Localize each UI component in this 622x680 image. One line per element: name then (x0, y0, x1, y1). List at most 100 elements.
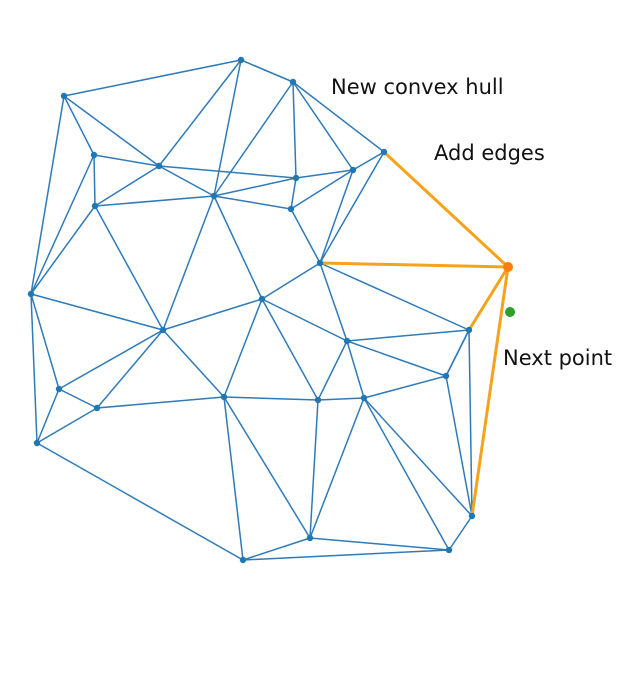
mesh-edges (30, 59, 473, 561)
mesh-vertex (380, 148, 388, 156)
mesh-edge (162, 298, 263, 331)
mesh-vertex (289, 78, 297, 86)
mesh-edge (213, 195, 263, 300)
mesh-edge (63, 59, 242, 97)
mesh-edge (30, 293, 38, 444)
mesh-edge (158, 59, 242, 167)
mesh-edge (94, 165, 160, 207)
new-hull-edges (318, 150, 510, 518)
mesh-edge (346, 329, 470, 342)
mesh-edge (36, 388, 60, 444)
new-hull-edge (382, 150, 510, 269)
mesh-edge (30, 205, 96, 295)
mesh-vertex (445, 546, 453, 554)
add-edges-label: Add edges (434, 141, 545, 165)
mesh-edge (93, 154, 96, 207)
mesh-vertex (27, 290, 35, 298)
mesh-vertex (314, 396, 322, 404)
mesh-edge (30, 293, 60, 390)
mesh-edge (223, 396, 311, 539)
mesh-edge (162, 329, 225, 398)
mesh-edge (292, 81, 297, 179)
mesh-edge (295, 169, 354, 179)
mesh-vertex (258, 295, 266, 303)
mesh-edge (319, 262, 470, 331)
mesh-vertex (306, 534, 314, 542)
mesh-edge (213, 81, 294, 197)
mesh-edge (96, 329, 164, 409)
mesh-edge (58, 329, 164, 390)
mesh-edge (213, 177, 297, 197)
mesh-edge (363, 397, 450, 551)
mesh-vertex (60, 92, 68, 100)
mesh-edge (363, 397, 473, 517)
mesh-edge (30, 154, 95, 295)
mesh-edge (240, 59, 294, 83)
mesh-edge (319, 169, 354, 264)
mesh-edge (309, 399, 319, 539)
mesh-edge (445, 375, 473, 517)
mesh-edge (93, 154, 160, 167)
mesh-edge (448, 515, 473, 551)
mesh-edge (346, 340, 447, 377)
mesh-vertex (468, 512, 476, 520)
mesh-edge (96, 396, 225, 409)
mesh-edge (94, 205, 164, 331)
mesh-edge (261, 298, 319, 401)
mesh-edge (63, 95, 160, 167)
mesh-edge (158, 165, 215, 197)
mesh-edge (223, 396, 319, 401)
mesh-edge (261, 262, 321, 300)
mesh-edge (290, 169, 354, 210)
mesh-edge (213, 195, 292, 210)
mesh-edge (363, 375, 447, 399)
new-hull-edge (467, 265, 510, 332)
mesh-edge (261, 298, 348, 342)
mesh-vertex (292, 174, 300, 182)
mesh-vertex (442, 372, 450, 380)
mesh-edge (94, 195, 215, 207)
inserted-point (503, 262, 513, 272)
mesh-edge (162, 195, 215, 331)
mesh-edge (213, 59, 242, 197)
mesh-vertex (239, 556, 247, 564)
mesh-edge (352, 151, 385, 171)
mesh-edge (242, 537, 311, 561)
mesh-vertex (343, 337, 351, 345)
mesh-edge (63, 95, 95, 156)
mesh-edge (317, 397, 365, 401)
mesh-vertices (27, 56, 476, 564)
mesh-edge (309, 397, 365, 539)
mesh-vertex (55, 385, 63, 393)
mesh-vertex (316, 259, 324, 267)
new-convex-hull-label: New convex hull (331, 75, 504, 99)
mesh-vertex (91, 202, 99, 210)
next-point-label: Next point (503, 346, 613, 370)
mesh-edge (346, 340, 365, 399)
mesh-edge (319, 151, 385, 264)
mesh-edge (319, 262, 348, 342)
new-hull-edge (318, 261, 510, 269)
mesh-edge (309, 537, 450, 551)
mesh-edge (290, 208, 321, 264)
mesh-edge (58, 388, 98, 409)
mesh-edge (223, 396, 244, 561)
mesh-edge (36, 407, 98, 444)
mesh-vertex (90, 151, 98, 159)
mesh-edge (223, 298, 263, 398)
mesh-vertex (349, 166, 357, 174)
mesh-vertex (360, 394, 368, 402)
mesh-vertex (33, 439, 41, 447)
mesh-vertex (159, 326, 167, 334)
next-point-marker (505, 307, 515, 317)
new-hull-edge (470, 265, 510, 518)
mesh-edge (158, 165, 297, 179)
mesh-edge (292, 81, 354, 171)
mesh-edge (445, 329, 470, 377)
mesh-edge (292, 81, 385, 153)
mesh-vertex (220, 393, 228, 401)
mesh-edge (36, 442, 244, 561)
mesh-vertex (465, 326, 473, 334)
mesh-vertex (155, 162, 163, 170)
